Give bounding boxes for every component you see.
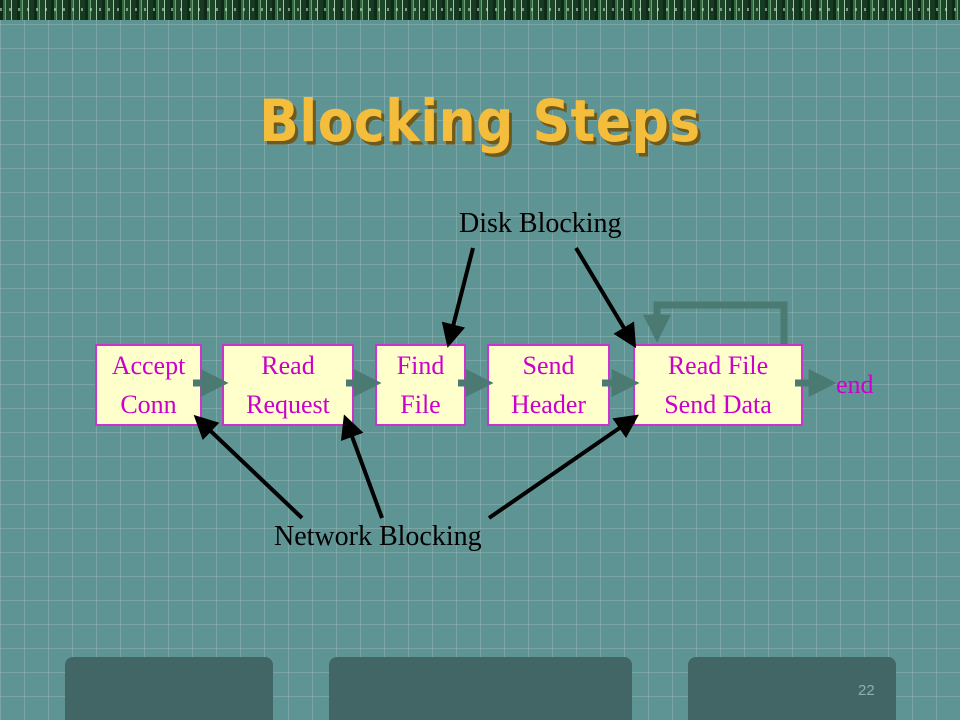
step-read-request-line2: Request — [246, 390, 330, 419]
page-number: 22 — [858, 682, 875, 699]
network-arrow-to-send-data — [487, 414, 639, 520]
slide-title: Blocking Steps — [259, 88, 701, 156]
network-arrow-to-read-request — [340, 414, 384, 519]
step-find-file: Find File — [375, 344, 466, 426]
step-accept-conn-line2: Conn — [120, 390, 177, 419]
footer-tab-left — [65, 657, 273, 720]
circuit-board-banner — [0, 0, 960, 20]
loop-arrow-read-send — [643, 301, 788, 344]
network-blocking-label: Network Blocking — [274, 521, 482, 552]
network-arrow-to-accept-conn — [193, 414, 304, 520]
step-find-file-line2: File — [400, 390, 441, 419]
step-read-file-send-data-line2: Send Data — [664, 390, 772, 419]
footer-tab-right — [688, 657, 896, 720]
step-read-file-send-data: Read File Send Data — [633, 344, 803, 426]
step-accept-conn-line1: Accept — [111, 351, 186, 380]
step-send-header: Send Header — [487, 344, 610, 426]
step-read-file-send-data-line1: Read File — [667, 351, 769, 380]
end-label: end — [836, 370, 874, 399]
disk-blocking-label: Disk Blocking — [459, 208, 622, 239]
step-read-request: Read Request — [222, 344, 354, 426]
step-send-header-line1: Send — [522, 351, 575, 380]
step-find-file-line1: Find — [396, 351, 445, 380]
disk-arrow-to-read-file — [574, 246, 637, 349]
step-accept-conn: Accept Conn — [95, 344, 202, 426]
disk-arrow-to-find-file — [441, 247, 475, 348]
step-send-header-line2: Header — [510, 390, 587, 419]
footer-tab-center — [329, 657, 632, 720]
step-read-request-line1: Read — [261, 351, 315, 380]
